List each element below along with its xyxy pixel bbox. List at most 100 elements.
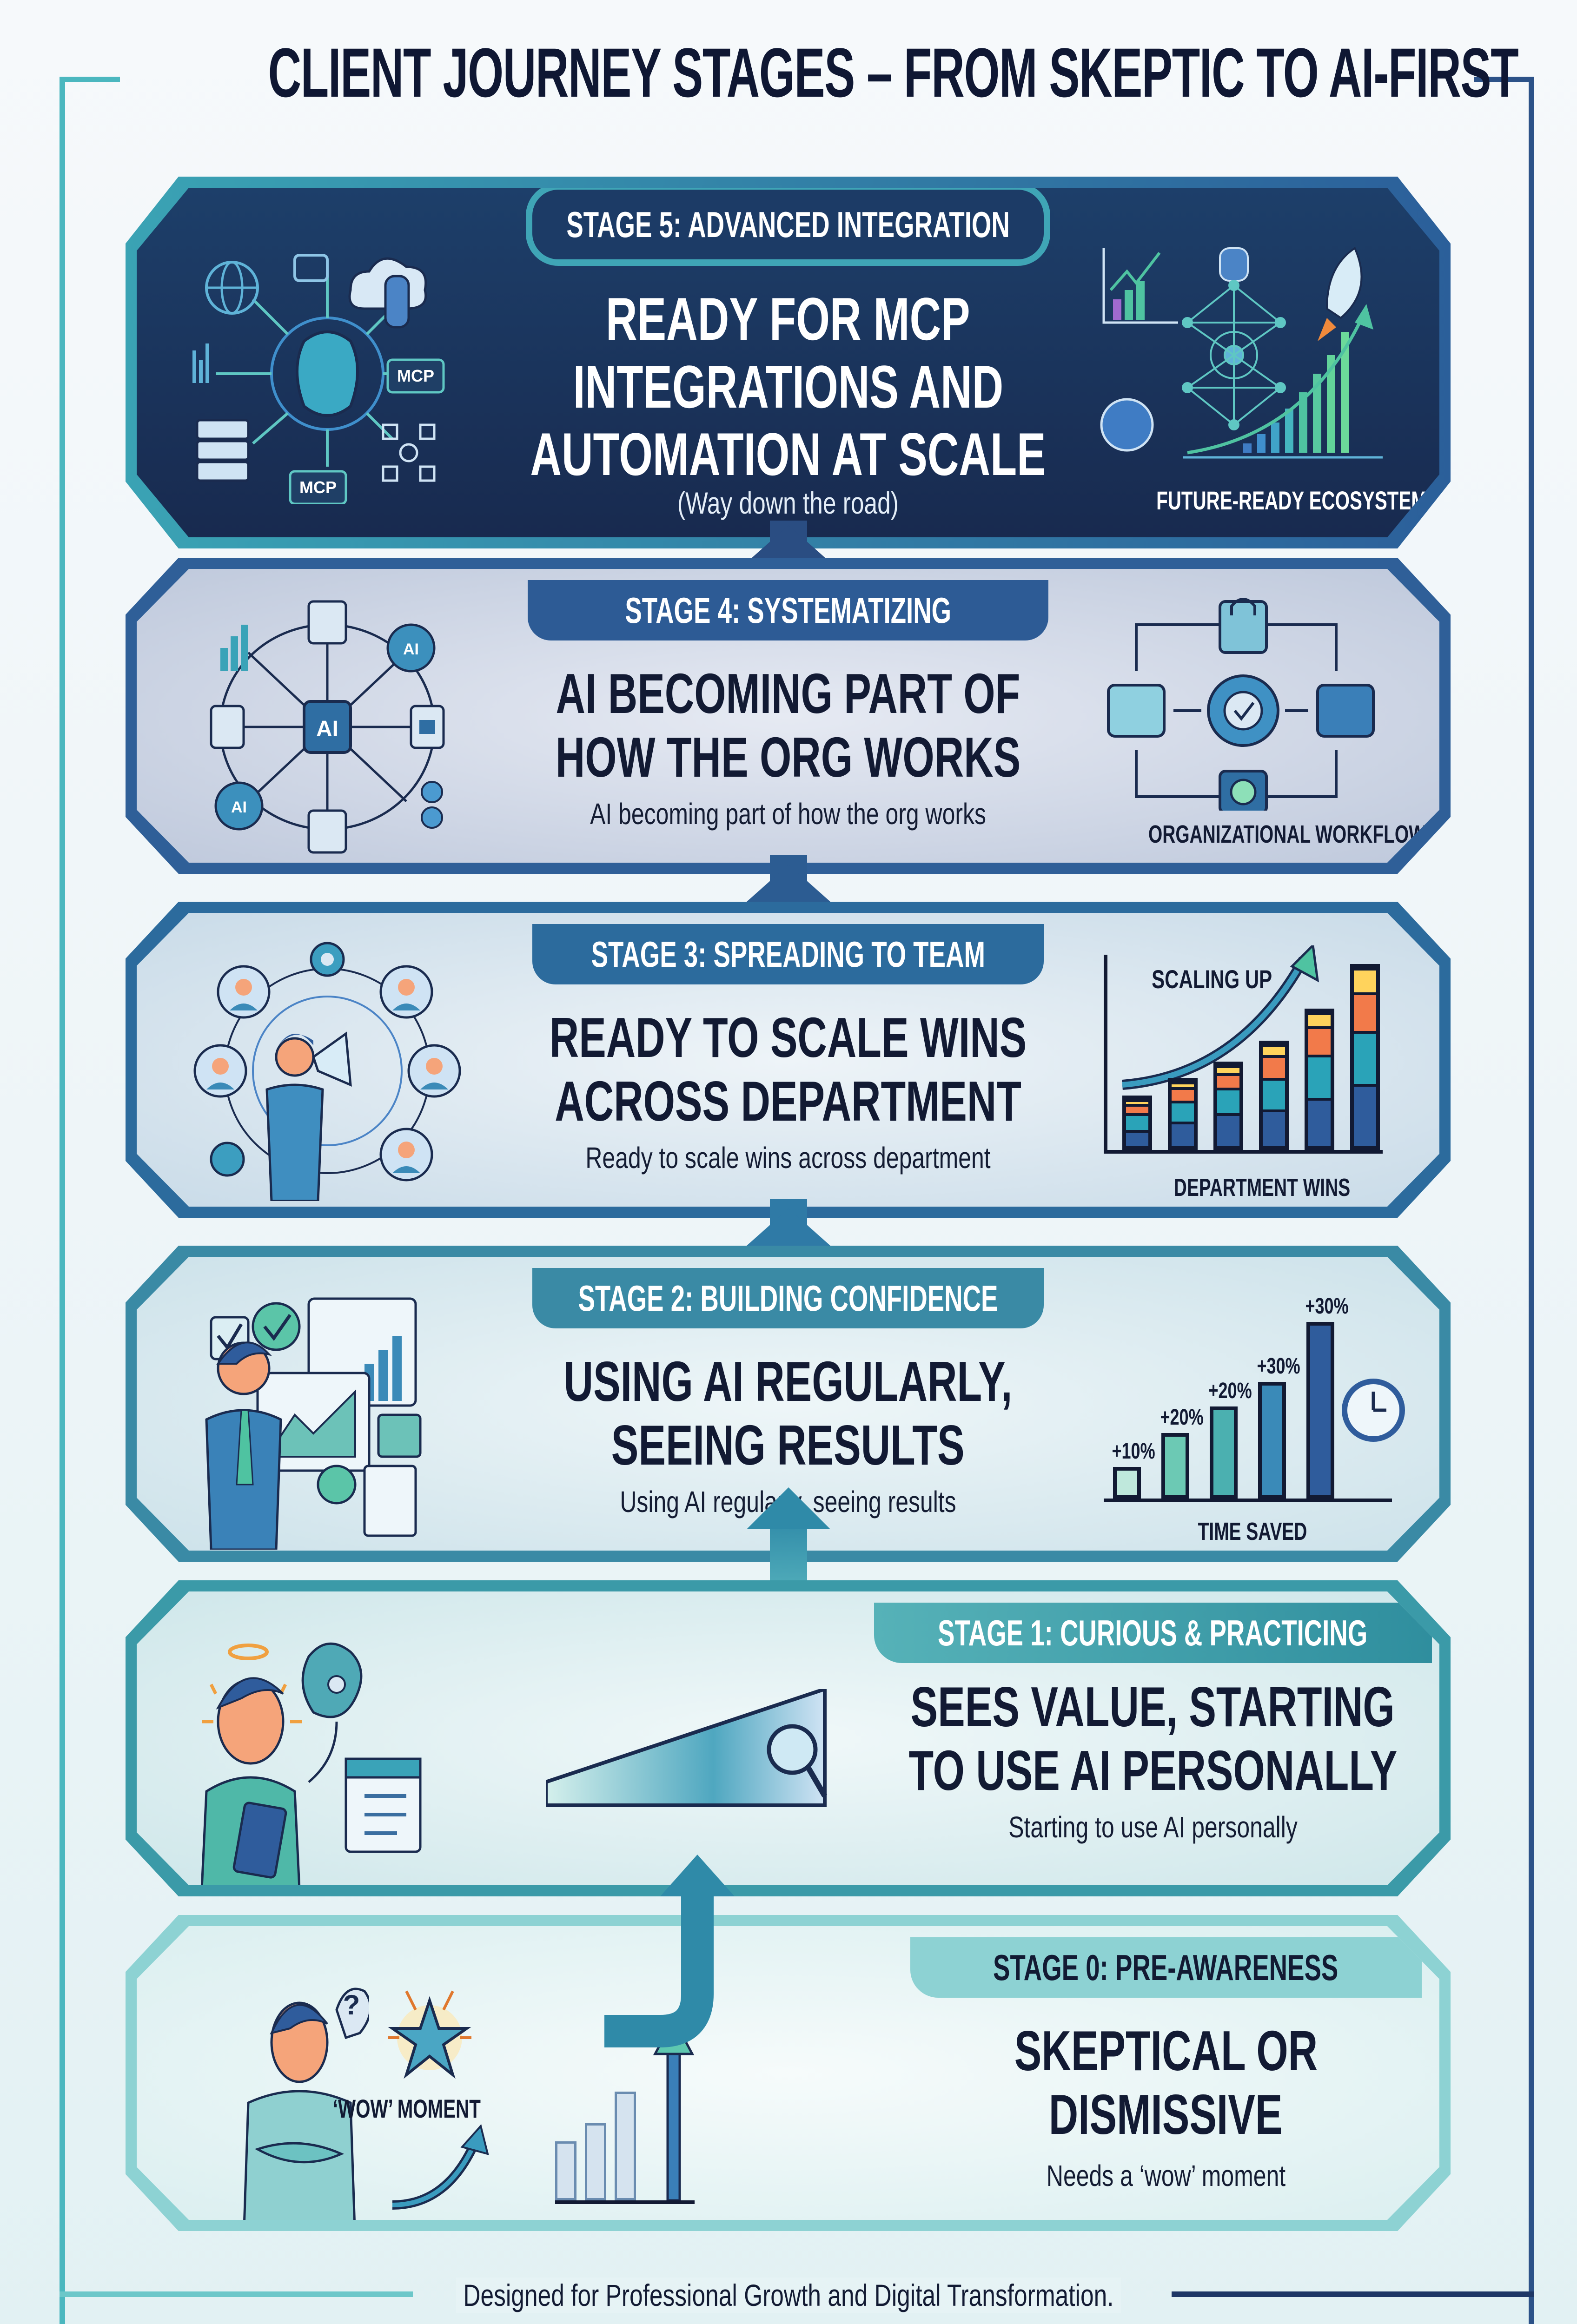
caption-text: DEPARTMENT WINS	[1173, 1174, 1350, 1202]
ai-hub-network-icon: AI AI AI	[210, 600, 445, 854]
caption-text: ORGANIZATIONAL WORKFLOW	[1148, 820, 1426, 848]
mcp-badge-text: MCP	[397, 366, 434, 385]
svg-text:?: ?	[343, 1989, 360, 2020]
stage-3-subtitle: Ready to scale wins across department	[529, 1141, 1048, 1175]
chart-x-axis	[1104, 1499, 1392, 1502]
connector-arrow-up-icon	[747, 1208, 830, 1246]
footer-tagline: Designed for Professional Growth and Dig…	[0, 2278, 1577, 2313]
stage-0-card: ? ‘WOW’ MOMENT STAGE 0: PRE-AWARENESS SK…	[126, 1915, 1451, 2231]
caption-text: FUTURE-READY ECOSYSTEM	[1156, 486, 1427, 515]
headline-line: READY TO SCALE WINS	[549, 1006, 1027, 1069]
chart-y-axis	[1104, 955, 1107, 1150]
time-saved-bar	[1258, 1382, 1286, 1499]
bar-segment	[1308, 1012, 1331, 1027]
stage-3-tab-label: STAGE 3: SPREADING TO TEAM	[591, 933, 985, 975]
bar-data-label: +20%	[1208, 1379, 1252, 1404]
bar-segment	[1217, 1088, 1239, 1113]
bar-segment	[1263, 1044, 1285, 1056]
bar-segment	[1263, 1109, 1285, 1146]
bar-segment	[1126, 1104, 1148, 1114]
time-saved-bar	[1210, 1406, 1238, 1499]
stage-2-panel: STAGE 2: BUILDING CONFIDENCE USING AI RE…	[137, 1257, 1439, 1551]
time-saved-bar	[1113, 1466, 1141, 1499]
stage-1-headline: SEES VALUE, STARTING TO USE AI PERSONALL…	[814, 1675, 1439, 1802]
frame-right-line	[1529, 77, 1534, 2324]
bar-segment	[1263, 1055, 1285, 1078]
stage-0-subtitle: Needs a ‘wow’ moment	[1013, 2159, 1319, 2193]
connector-arrow-up-icon	[747, 865, 830, 902]
stage-2-tab: STAGE 2: BUILDING CONFIDENCE	[532, 1268, 1044, 1328]
headline-line: DISMISSIVE	[1049, 2082, 1283, 2146]
integration-network-icon: MCP MCP	[192, 254, 445, 504]
stacked-bar	[1168, 1077, 1198, 1150]
bar-data-label: +10%	[1112, 1439, 1155, 1464]
bar-segment	[1217, 1065, 1239, 1074]
stage-5-tab-label: STAGE 5: ADVANCED INTEGRATION	[566, 204, 1010, 245]
department-wins-chart: SCALING UP	[1104, 945, 1383, 1154]
bar-segment	[1308, 1098, 1331, 1146]
page-title: CLIENT JOURNEY STAGES – FROM SKEPTIC TO …	[268, 33, 1519, 112]
subtitle-text: (Way down the road)	[677, 486, 899, 520]
bar-segment	[1172, 1081, 1194, 1087]
bar-segment	[1263, 1078, 1285, 1110]
stage-5-subtitle: (Way down the road)	[646, 485, 930, 521]
stage-1-tab: STAGE 1: CURIOUS & PRACTICING	[874, 1603, 1432, 1663]
growth-arrow-icon	[1122, 945, 1319, 1090]
bar-segment	[1354, 1031, 1376, 1084]
journey-arrow-icon	[604, 1855, 735, 2047]
person-tablet-brain-icon	[200, 1642, 422, 1885]
time-saved-bar	[1306, 1322, 1334, 1499]
stage-3-panel: STAGE 3: SPREADING TO TEAM READY TO SCAL…	[137, 913, 1439, 1207]
stage-4-caption: ORGANIZATIONAL WORKFLOW	[1094, 820, 1426, 849]
bar-segment	[1172, 1100, 1194, 1122]
headline-line: HOW THE ORG WORKS	[555, 725, 1021, 789]
frame-bottom-right-line	[1172, 2291, 1534, 2297]
stacked-bar	[1259, 1040, 1289, 1150]
subtitle-text: Ready to scale wins across department	[585, 1141, 991, 1175]
stage-3-caption: DEPARTMENT WINS	[1132, 1173, 1392, 1202]
connector-arrow-up-icon	[747, 525, 830, 562]
bar-segment	[1308, 1026, 1331, 1055]
person-results-dashboard-icon	[205, 1297, 422, 1550]
bar-segment	[1172, 1087, 1194, 1101]
stage-2-headline: USING AI REGULARLY, SEEING RESULTS	[477, 1350, 1100, 1477]
frame-corner-top-left	[60, 77, 120, 82]
chart-x-axis	[555, 2200, 695, 2204]
headline-line: AUTOMATION AT SCALE	[530, 420, 1046, 489]
stage-4-panel: AI AI AI STAGE 4: SYSTEMATIZING AI BECOM…	[137, 569, 1439, 863]
stacked-bar	[1122, 1096, 1152, 1150]
time-saved-chart: +10%+20%+20%+30%+30%	[1104, 1294, 1405, 1502]
subtitle-text: Starting to use AI personally	[1008, 1810, 1298, 1844]
bar-segment	[1126, 1113, 1148, 1130]
bar-segment	[1308, 1054, 1331, 1098]
stage-1-panel: STAGE 1: CURIOUS & PRACTICING SEES VALUE…	[137, 1591, 1439, 1885]
stage-3-headline: READY TO SCALE WINS ACROSS DEPARTMENT	[457, 1006, 1120, 1133]
bar-segment	[1354, 992, 1376, 1031]
frame-corner-top-right	[1474, 77, 1534, 82]
stage-4-tab-label: STAGE 4: SYSTEMATIZING	[625, 589, 951, 631]
time-saved-bar	[1161, 1433, 1189, 1499]
frame-bottom-left-line	[60, 2291, 413, 2297]
stage-3-card: STAGE 3: SPREADING TO TEAM READY TO SCAL…	[126, 902, 1451, 1218]
stage-5-tab: STAGE 5: ADVANCED INTEGRATION	[526, 188, 1050, 266]
chart-title: SCALING UP	[1152, 964, 1272, 994]
headline-line: USING AI REGULARLY,	[563, 1350, 1013, 1413]
stage-4-headline: AI BECOMING PART OF HOW THE ORG WORKS	[465, 662, 1111, 789]
stage-1-subtitle: Starting to use AI personally	[967, 1810, 1338, 1844]
stage-1-card: STAGE 1: CURIOUS & PRACTICING SEES VALUE…	[126, 1580, 1451, 1896]
curved-arrow-icon	[392, 2124, 489, 2210]
stage-5-headline: READY FOR MCP INTEGRATIONS AND AUTOMATIO…	[430, 285, 1146, 489]
future-ecosystem-icon	[1100, 247, 1383, 459]
growth-bar	[615, 2092, 636, 2200]
headline-line: SKEPTICAL OR	[1014, 2019, 1318, 2082]
connector-arrow-up-icon	[747, 1487, 830, 1529]
ramp-magnifier-icon	[546, 1689, 828, 1807]
stage-5-caption: FUTURE-READY ECOSYSTEM	[1104, 485, 1427, 515]
headline-line: TO USE AI PERSONALLY	[908, 1738, 1398, 1802]
stacked-bar	[1305, 1009, 1334, 1150]
bar-segment	[1126, 1129, 1148, 1146]
organizational-workflow-icon	[1107, 598, 1375, 811]
subtitle-text: AI becoming part of how the org works	[590, 797, 986, 831]
mcp-badge-text: MCP	[299, 478, 337, 497]
bar-segment	[1354, 968, 1376, 992]
